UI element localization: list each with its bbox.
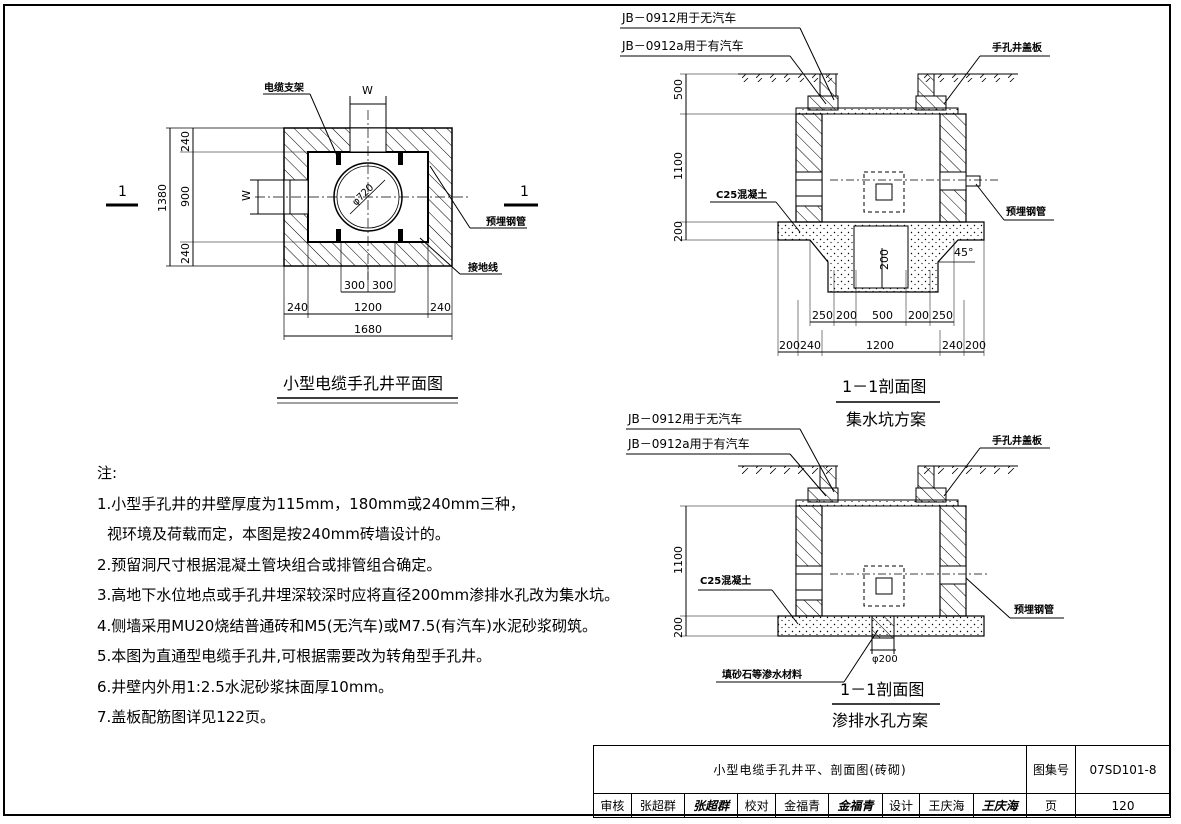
notes-heading: 注: <box>97 464 118 482</box>
plan-title: 小型电缆手孔井平面图 <box>283 374 443 393</box>
checker-name: 金福青 <box>774 793 830 818</box>
section-top-dim-b-200a: 200 <box>836 309 857 322</box>
plan-dim-240-bottom: 240 <box>179 243 192 264</box>
plan-dim-1680: 1680 <box>354 323 382 336</box>
note-item: 5.本图为直通型电缆手孔井,可根据需要改为转角型手孔井。 <box>97 647 492 665</box>
section-top-dim-c-1200: 1200 <box>866 339 894 352</box>
section-bottom-label-fill: 填砂石等渗水材料 <box>722 668 802 681</box>
section-bottom-label-concrete: C25混凝土 <box>700 574 751 587</box>
plan-dim-240-top: 240 <box>179 131 192 152</box>
section-top-dim-1100: 1100 <box>672 152 685 180</box>
note-item: 4.侧墙采用MU20烧结普通砖和M5(无汽车)或M7.5(有汽车)水泥砂浆砌筑。 <box>97 616 598 635</box>
title-block: 小型电缆手孔井平、剖面图(砖砌) 图集号 07SD101-8 审核 张超群 张超… <box>593 745 1171 818</box>
plan-dim-300a: 300 <box>344 279 365 292</box>
notes-block: 注: 1.小型手孔井的井壁厚度为115mm，180mm或240mm三种， 视环境… <box>97 458 637 733</box>
section-bottom-dim-hole: φ200 <box>872 654 898 665</box>
plan-dim-300b: 300 <box>372 279 393 292</box>
note-item: 6.井壁内外用1:2.5水泥砂浆抹面厚10mm。 <box>97 677 394 696</box>
section-bottom-dim-1100: 1100 <box>672 546 685 574</box>
plan-label-ground-wire: 接地线 <box>468 261 498 274</box>
atlas-label: 图集号 <box>1026 745 1076 794</box>
plan-view: φ720 W W 1380 240 900 240 1 1 <box>106 81 538 404</box>
page-number: 120 <box>1075 793 1171 818</box>
designer-name: 王庆海 <box>919 793 974 818</box>
page-label: 页 <box>1026 793 1076 818</box>
plan-label-cable-bracket: 电缆支架 <box>264 81 304 94</box>
plan-section-mark-right: 1 <box>520 184 529 200</box>
note-item: 2.预留洞尺寸根据混凝土管块组合或排管组合确定。 <box>97 555 442 574</box>
section-top-cover-label1: JB－0912用于无汽车 <box>621 10 736 25</box>
check-label: 校对 <box>737 793 776 818</box>
drawing-title: 小型电缆手孔井平、剖面图(砖砌) <box>593 745 1027 794</box>
section-top-label-pipe: 预埋钢管 <box>1006 205 1046 218</box>
section-bottom-dim-200: 200 <box>672 617 685 638</box>
review-label: 审核 <box>593 793 632 818</box>
section-top-dim-c-240a: 240 <box>800 339 821 352</box>
section-top-dim-500: 500 <box>672 79 685 100</box>
checker-signature: 金福青 <box>828 793 883 818</box>
section-bottom-cover-label2: JB－0912a用于有汽车 <box>627 436 750 451</box>
plan-dim-900: 900 <box>179 186 192 207</box>
note-item: 视环境及荷载而定，本图是按240mm砖墙设计的。 <box>107 525 450 543</box>
section-top-cover-label2: JB－0912a用于有汽车 <box>621 38 744 53</box>
section-top-title1: 1－1剖面图 <box>842 377 926 396</box>
note-item: 3.高地下水位地点或手孔井埋深较深时应将直径200mm渗排水孔改为集水坑。 <box>97 586 620 604</box>
plan-dim-1200: 1200 <box>354 301 382 314</box>
plan-dim-1380: 1380 <box>156 184 169 212</box>
note-item: 1.小型手孔井的井壁厚度为115mm，180mm或240mm三种， <box>97 494 525 513</box>
section-top-dim-b-500: 500 <box>872 309 893 322</box>
section-top-pit-dim: 200 <box>878 249 891 270</box>
section-bottom-title1: 1－1剖面图 <box>840 680 924 699</box>
drawing-frame <box>3 4 1171 816</box>
section-bottom-label-pipe: 预埋钢管 <box>1014 603 1054 616</box>
plan-w-top: W <box>362 84 373 97</box>
section-top-dim-b-250a: 250 <box>812 309 833 322</box>
section-bottom-view: φ200 1100 200 JB－0912用于无汽车 JB－0912a用于有汽车… <box>626 411 1064 730</box>
plan-dim-240-right: 240 <box>430 301 451 314</box>
section-top-title2: 集水坑方案 <box>846 410 926 429</box>
plan-label-embedded-pipe: 预埋钢管 <box>486 215 526 228</box>
section-top-dim-b-200b: 200 <box>908 309 929 322</box>
atlas-number: 07SD101-8 <box>1075 745 1171 794</box>
plan-section-mark-left: 1 <box>118 184 127 200</box>
design-label: 设计 <box>881 793 921 818</box>
section-bottom-cover-label1: JB－0912用于无汽车 <box>627 411 742 426</box>
section-top-angle: 45° <box>954 246 974 259</box>
note-item: 7.盖板配筋图详见122页。 <box>97 708 275 726</box>
section-bottom-label-cover: 手孔井盖板 <box>992 434 1043 447</box>
section-bottom-title2: 渗排水孔方案 <box>832 711 928 730</box>
section-top-dim-b-250b: 250 <box>932 309 953 322</box>
plan-w-left: W <box>240 190 253 201</box>
reviewer-signature: 张超群 <box>683 793 739 818</box>
reviewer-name: 张超群 <box>630 793 686 818</box>
designer-signature: 王庆海 <box>972 793 1028 818</box>
section-top-label-concrete: C25混凝土 <box>716 188 767 201</box>
plan-dim-240-left: 240 <box>287 301 308 314</box>
section-top-dim-c-240b: 240 <box>942 339 963 352</box>
section-top-view: 200 45° 500 1100 200 250 200 500 200 250 <box>620 10 1054 429</box>
section-top-dim-c-200a: 200 <box>779 339 800 352</box>
section-top-dim-c-200b: 200 <box>965 339 986 352</box>
section-top-label-cover: 手孔井盖板 <box>992 41 1043 54</box>
section-top-dim-200: 200 <box>672 221 685 242</box>
